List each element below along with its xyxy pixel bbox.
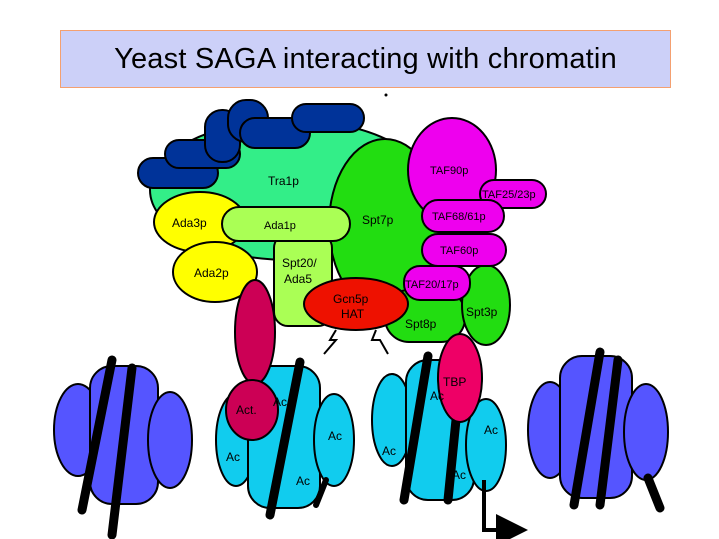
ac-label-4: Ac [296,474,310,488]
navy-domains [137,99,365,189]
taf25-domain [479,179,547,209]
ada2p-domain [172,241,258,303]
ada3p-label: Ada3p [172,216,207,230]
activator-label: Act. [236,403,257,417]
ada2p-label: Ada2p [194,266,229,280]
nucleosome-4 [527,347,669,513]
taf90p-label: TAF90p [430,165,468,177]
activator-domain [234,279,276,385]
activator-head [225,379,279,441]
ac-label-2: Ac [226,450,240,464]
ac-label-8: Ac [452,468,466,482]
dot-marker [384,93,388,97]
ada1p-domain [221,206,351,242]
taf60p-domain [421,233,507,267]
spt3p-label: Spt3p [466,305,498,319]
nucleosome-1 [53,355,193,539]
taf60p-label: TAF60p [440,245,478,257]
taf25-label: TAF25/23p [482,189,536,201]
gcn5p-label: Gcn5p [333,292,369,306]
hat-label: HAT [341,307,365,321]
acetylation-sparks [323,329,389,355]
gcn5p-domain [303,277,409,331]
tbp-label: TBP [443,375,466,389]
taf20-domain [403,265,471,301]
taf68-domain [421,199,505,233]
ac-label-3: Ac [328,429,342,443]
ada1p-label: Ada1p [264,220,296,232]
spt7p-label: Spt7p [362,213,394,227]
ac-label-5: Ac [382,444,396,458]
spt20-label: Spt20/ [282,256,317,270]
ada5-label: Ada5 [284,272,312,286]
spt8p-label: Spt8p [405,317,437,331]
slide-title: Yeast SAGA interacting with chromatin [114,42,617,75]
taf68-label: TAF68/61p [432,211,486,223]
title-box: Yeast SAGA interacting with chromatin [60,30,671,88]
ac-label-7: Ac [484,423,498,437]
tra1p-label: Tra1p [268,174,299,188]
tbp-domain [437,333,483,423]
ac-label-1: Ac [273,395,287,409]
taf20-label: TAF20/17p [405,279,459,291]
ac-label-6: Ac [430,389,444,403]
